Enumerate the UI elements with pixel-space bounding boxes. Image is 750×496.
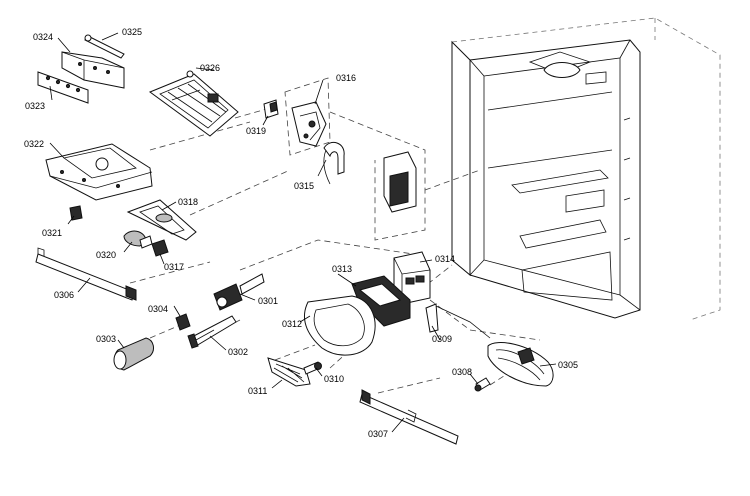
part-0312-cover [304, 295, 376, 356]
label-0305: 0305 [558, 360, 578, 370]
label-0324: 0324 [33, 32, 53, 42]
label-0315: 0315 [294, 181, 314, 191]
part-0319-switch [263, 99, 279, 119]
label-0318: 0318 [178, 197, 198, 207]
part-0309-rod [425, 303, 491, 339]
label-0319: 0319 [246, 126, 266, 136]
part-0314-control-unit [393, 251, 431, 305]
label-0302: 0302 [228, 347, 248, 357]
part-0318-tray [126, 199, 197, 241]
part-0317-socket [151, 239, 169, 257]
part-0306-rail [35, 247, 137, 301]
label-0317: 0317 [164, 262, 184, 272]
label-0301: 0301 [258, 296, 278, 306]
label-0309: 0309 [432, 334, 452, 344]
part-0307-rail [359, 389, 459, 445]
label-0322: 0322 [24, 139, 44, 149]
part-0302-lever [187, 315, 237, 349]
label-0321: 0321 [42, 228, 62, 238]
part-0308-screw [474, 377, 491, 392]
part-number-labels: 0325 0324 0326 0316 0323 0319 0322 0315 … [24, 27, 578, 439]
part-0305-heater [487, 342, 554, 387]
label-0303: 0303 [96, 334, 116, 344]
part-0321-clip [69, 205, 83, 221]
part-0325-shaft [84, 34, 125, 59]
part-housing-light [383, 151, 417, 213]
label-0310: 0310 [324, 374, 344, 384]
leader-lines [49, 32, 557, 433]
refrigerator-cabinet [451, 17, 721, 321]
part-0311-grille [267, 357, 311, 387]
part-0303-motor [113, 337, 154, 371]
label-0308: 0308 [452, 367, 472, 377]
label-0316: 0316 [336, 73, 356, 83]
part-0323-strip [37, 71, 89, 104]
label-0320: 0320 [96, 250, 116, 260]
part-0322-housing [45, 143, 153, 201]
part-0316-module [291, 101, 327, 147]
label-0323: 0323 [25, 101, 45, 111]
label-0313: 0313 [332, 264, 352, 274]
label-0326: 0326 [200, 63, 220, 73]
part-0301-actuator [213, 273, 265, 311]
part-0310-screw [303, 361, 322, 375]
part-0304-coupler [175, 313, 191, 331]
label-0311: 0311 [248, 386, 267, 396]
part-0320-bulb [123, 230, 153, 249]
label-0312: 0312 [282, 319, 302, 329]
part-0315-tube [323, 141, 345, 185]
label-0314: 0314 [435, 254, 455, 264]
label-0306: 0306 [54, 290, 74, 300]
label-0304: 0304 [148, 304, 168, 314]
part-0324-bracket [61, 51, 125, 89]
label-0307: 0307 [368, 429, 388, 439]
label-0325: 0325 [122, 27, 142, 37]
part-0326-light-cover [148, 70, 239, 137]
